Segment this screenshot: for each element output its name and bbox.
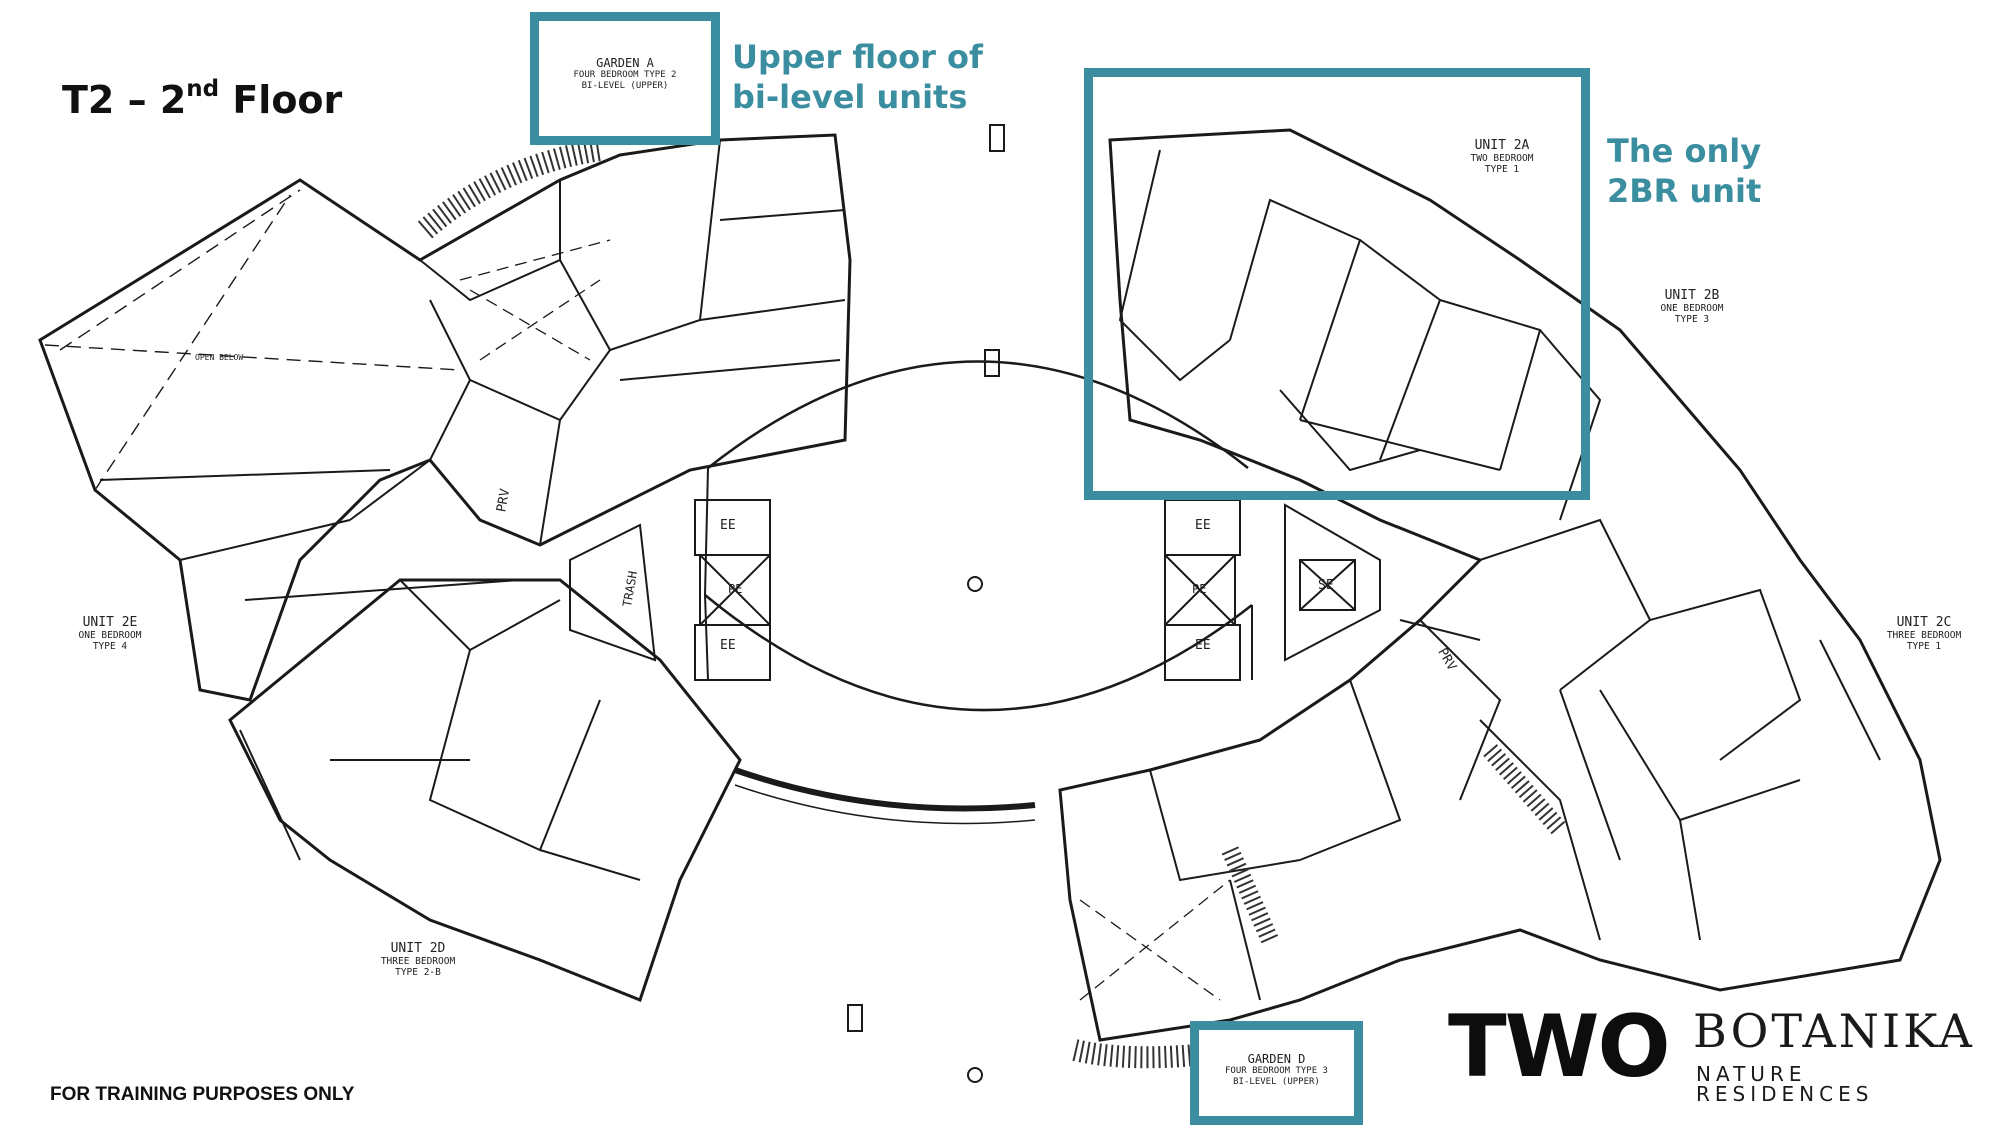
logo-botanika-text: BOTANIKA xyxy=(1693,1004,1975,1058)
logo-two-text: TWO xyxy=(1448,997,1671,1097)
left-elevator-core xyxy=(694,499,771,681)
unit-2d-label: UNIT 2D THREE BEDROOM TYPE 2-B xyxy=(380,941,456,979)
callout-upper-floor-line2: bi-level units xyxy=(732,78,968,116)
unit-2d-name: UNIT 2D xyxy=(390,941,446,956)
stair-hatch-garden-a xyxy=(417,139,602,239)
unit-2a-highlight-box xyxy=(1084,68,1590,500)
unit-2d-type: THREE BEDROOM xyxy=(380,955,456,967)
corridor-arc xyxy=(734,767,1036,812)
unit-2e-name: UNIT 2E xyxy=(82,615,138,630)
garden-a-type: FOUR BEDROOM TYPE 2 xyxy=(573,70,677,81)
unit-2e-label: UNIT 2E ONE BEDROOM TYPE 4 xyxy=(78,615,142,653)
garden-a-level: BI-LEVEL (UPPER) xyxy=(581,81,669,92)
unit-2b-label: UNIT 2B ONE BEDROOM TYPE 3 xyxy=(1660,288,1724,326)
floor-title-sup: nd xyxy=(186,76,220,102)
floor-title-main: T2 – 2 xyxy=(62,78,187,122)
garden-a-label: GARDEN A FOUR BEDROOM TYPE 2 BI-LEVEL (U… xyxy=(540,56,710,92)
unit-2e-subtype: TYPE 4 xyxy=(92,640,128,652)
logo-nature-text: NATURE RESIDENCES xyxy=(1696,1062,1874,1106)
unit-2e-type: ONE BEDROOM xyxy=(78,629,142,641)
ee-label-left-bottom: EE xyxy=(720,638,736,653)
trash-room xyxy=(569,523,657,662)
pe-label-right: PE xyxy=(1192,582,1207,596)
pe-label-left: PE xyxy=(728,582,743,596)
brand-logo: TWO BOTANIKA NATURE RESIDENCES xyxy=(1448,1004,1988,1104)
callout-two-br: The only 2BR unit xyxy=(1607,131,1761,211)
unit-2b-subtype: TYPE 3 xyxy=(1674,313,1710,325)
garden-d-highlight-box xyxy=(1190,1021,1363,1125)
unit-2c-label: UNIT 2C THREE BEDROOM TYPE 1 xyxy=(1886,615,1962,653)
unit-2a-label: UNIT 2A TWO BEDROOM TYPE 1 xyxy=(1470,138,1534,176)
right-elevator-core xyxy=(1164,499,1241,681)
unit-2a-name: UNIT 2A xyxy=(1474,138,1530,153)
garden-d-label: GARDEN D FOUR BEDROOM TYPE 3 BI-LEVEL (U… xyxy=(1199,1052,1354,1088)
callout-upper-floor-line1: Upper floor of xyxy=(732,38,983,76)
garden-a-highlight-box xyxy=(530,12,720,145)
garden-d-level: BI-LEVEL (UPPER) xyxy=(1233,1077,1320,1088)
unit-2d-subtype: TYPE 2-B xyxy=(395,966,441,978)
garden-d-type: FOUR BEDROOM TYPE 3 xyxy=(1225,1066,1328,1077)
ee-label-right-top: EE xyxy=(1195,518,1211,533)
footer-note: FOR TRAINING PURPOSES ONLY xyxy=(50,1084,355,1105)
ee-label-right-bottom: EE xyxy=(1195,638,1211,653)
callout-two-br-line2: 2BR unit xyxy=(1607,172,1762,210)
core-inner-arc xyxy=(707,360,1249,469)
unit-2b-name: UNIT 2B xyxy=(1664,288,1720,303)
unit-2a-subtype: TYPE 1 xyxy=(1484,163,1520,175)
se-label: SE xyxy=(1318,578,1334,593)
unit-2c-name: UNIT 2C xyxy=(1896,615,1952,630)
unit-2b-type: ONE BEDROOM xyxy=(1660,302,1724,314)
unit-2a-type: TWO BEDROOM xyxy=(1470,152,1534,164)
floor-title: T2 – 2nd Floor xyxy=(62,76,343,122)
open-below-label: OPEN BELOW xyxy=(195,353,244,362)
stair-core-se xyxy=(1284,503,1381,662)
callout-upper-floor: Upper floor of bi-level units xyxy=(732,37,983,117)
unit-2c-subtype: TYPE 1 xyxy=(1906,640,1942,652)
garden-a-name: GARDEN A xyxy=(596,56,654,70)
right-wing-shell xyxy=(1058,128,1942,1042)
core-outer-arc xyxy=(704,594,1253,712)
callout-two-br-line1: The only xyxy=(1607,132,1762,170)
garden-d-name: GARDEN D xyxy=(1247,1052,1306,1066)
left-wing-shell xyxy=(38,133,852,1002)
floor-title-rest: Floor xyxy=(219,78,343,122)
ee-label-left-top: EE xyxy=(720,518,736,533)
unit-2c-type: THREE BEDROOM xyxy=(1886,629,1962,641)
